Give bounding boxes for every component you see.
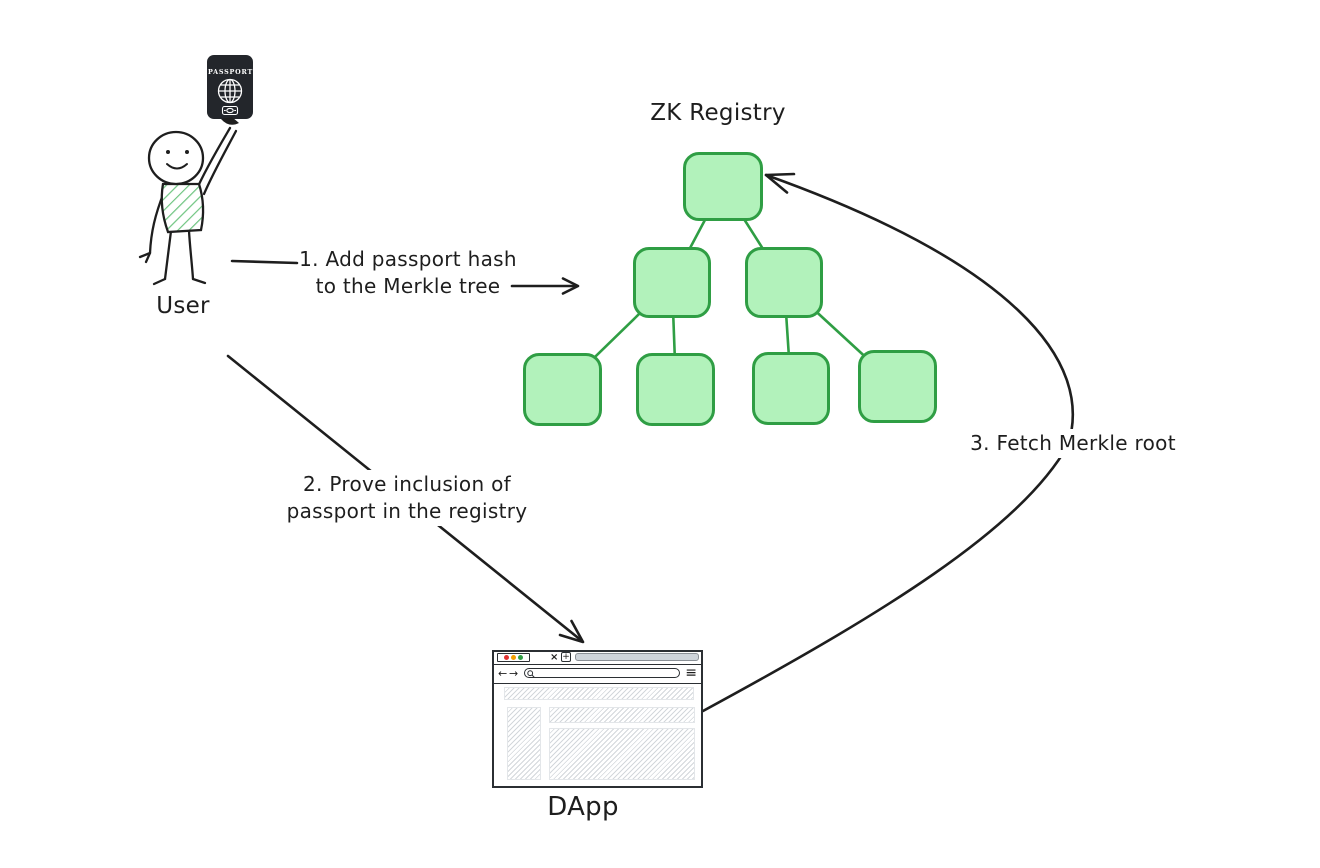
step2-line2: passport in the registry xyxy=(286,499,528,523)
user-raised-arm xyxy=(202,129,238,196)
user-leg xyxy=(187,229,195,281)
step3-line1: 3. Fetch Merkle root xyxy=(970,431,1176,455)
merkle-node-root xyxy=(683,152,763,221)
back-arrow-icon: ← xyxy=(498,667,508,680)
step2-label: 2. Prove inclusion of passport in the re… xyxy=(278,470,536,526)
user-eye xyxy=(166,150,170,154)
biometric-chip-icon xyxy=(221,105,239,116)
new-tab-icon: + xyxy=(561,652,571,662)
passport-title: PASSPORT xyxy=(208,68,253,76)
address-bar xyxy=(524,668,680,678)
arrow-step1-head xyxy=(561,277,580,295)
search-icon xyxy=(527,670,535,678)
user-smile xyxy=(166,163,188,170)
user-feet xyxy=(152,277,207,286)
browser-toolbar: ← → ≡ xyxy=(494,665,701,684)
user-leg xyxy=(163,229,173,281)
user-label: User xyxy=(156,293,210,319)
menu-icon: ≡ xyxy=(685,665,697,681)
content-bar-placeholder xyxy=(549,707,695,723)
step1-line1: 1. Add passport hash xyxy=(299,247,517,271)
registry-title: ZK Registry xyxy=(650,100,786,126)
browser-content xyxy=(494,685,701,786)
arrow-step1-left-segment xyxy=(230,259,299,265)
arrow-step2-head xyxy=(558,619,585,644)
user-hand-on-passport xyxy=(221,117,239,125)
merkle-node-leaf-1 xyxy=(636,353,715,426)
merkle-node-leaf-3 xyxy=(858,350,937,423)
tab-bar xyxy=(575,653,699,661)
dapp-browser-window: × + ← → ≡ xyxy=(492,650,703,788)
merkle-node-l1-1 xyxy=(745,247,823,318)
close-window-icon xyxy=(504,655,509,660)
arrow-step3-head xyxy=(764,172,796,194)
step1-label: 1. Add passport hash to the Merkle tree xyxy=(288,245,528,301)
step1-line2: to the Merkle tree xyxy=(315,274,501,298)
passport-icon: PASSPORT xyxy=(207,55,253,125)
user-eye xyxy=(185,150,189,154)
window-controls xyxy=(497,653,530,662)
merkle-node-l1-0 xyxy=(633,247,711,318)
content-block-placeholder xyxy=(549,728,695,780)
merkle-node-leaf-2 xyxy=(752,352,830,425)
dapp-label: DApp xyxy=(547,792,619,822)
forward-arrow-icon: → xyxy=(509,667,519,680)
globe-icon xyxy=(217,78,243,104)
user-hand xyxy=(138,251,152,264)
minimize-window-icon xyxy=(511,655,516,660)
browser-tab-strip: × + xyxy=(494,652,701,665)
content-sidebar-placeholder xyxy=(507,707,541,780)
merkle-node-leaf-0 xyxy=(523,353,602,426)
user-torso xyxy=(160,182,205,234)
step3-label: 3. Fetch Merkle root xyxy=(957,429,1189,458)
tab-close-icon: × xyxy=(550,652,559,663)
maximize-window-icon xyxy=(518,655,523,660)
step2-line1: 2. Prove inclusion of xyxy=(303,472,511,496)
user-figure xyxy=(138,126,238,286)
content-banner-placeholder xyxy=(504,687,694,700)
user-head xyxy=(147,130,205,186)
